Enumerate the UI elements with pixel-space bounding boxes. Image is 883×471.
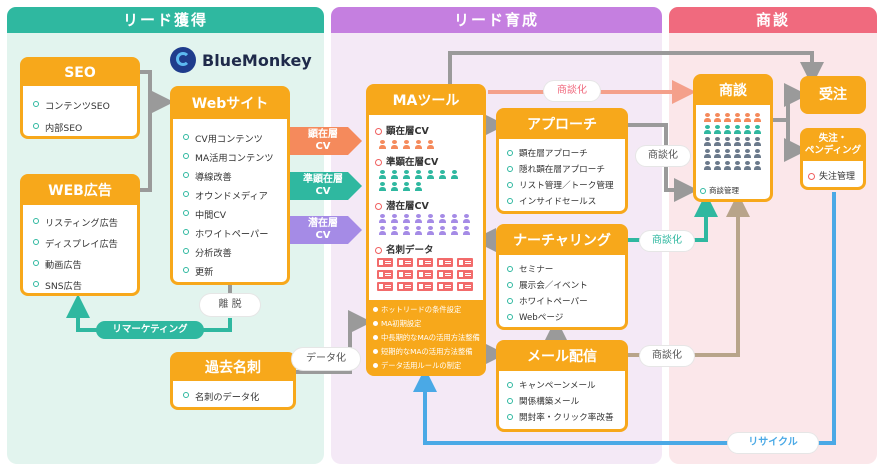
- approach-box: アプローチ 顕在層アプローチ 隠れ顕在層アプローチ リスト管理／トーク管理 イン…: [496, 108, 628, 214]
- people-latent: [379, 214, 479, 236]
- business-cards: [377, 258, 481, 292]
- list-item: MA初期設定: [373, 319, 480, 329]
- ma-tool-box: MAツール 顕在層CV 準顕在層CV 潜在層CV 名刺データ ホットリードの条件…: [366, 84, 486, 376]
- seo-box: SEO コンテンツSEO 内部SEO: [20, 57, 140, 139]
- cv-arrow-semi: [290, 172, 362, 200]
- list-item: 開封率・クリック率改善: [507, 411, 614, 423]
- nurturing-list: セミナー 展示会／イベント ホワイトペーパー Webページ: [507, 263, 588, 323]
- list-item: SNS広告: [33, 278, 118, 292]
- cv-arrow-overt: [290, 127, 362, 155]
- list-item: 顕在層アプローチ: [507, 147, 614, 159]
- past-cards-title: 過去名刺: [173, 355, 293, 381]
- list-item: リスト管理／トーク管理: [507, 179, 614, 191]
- list-item: 隠れ顕在層アプローチ: [507, 163, 614, 175]
- list-item: ホワイトペーパー: [183, 226, 274, 240]
- list-item: 分析改善: [183, 245, 274, 259]
- seo-title: SEO: [23, 60, 137, 86]
- ma-notes-panel: ホットリードの条件設定 MA初期設定 中長期的なMAの活用方法整備 短期的なMA…: [369, 300, 483, 373]
- nurturing-box: ナーチャリング セミナー 展示会／イベント ホワイトペーパー Webページ: [496, 224, 628, 330]
- web-ads-title: WEB広告: [23, 177, 137, 205]
- list-item: 短期的なMAの活用方法整備: [373, 347, 480, 357]
- cv-tag-semi: 準顕在層 CV: [303, 174, 343, 197]
- mail-box: メール配信 キャンペーンメール 関係構築メール 開封率・クリック率改善: [496, 340, 628, 432]
- website-list: CV用コンテンツ MA活用コンテンツ 導線改善 オウンドメディア 中間CV ホワ…: [183, 131, 274, 278]
- lost-title: 失注・ ペンディング: [803, 131, 863, 161]
- list-item: 展示会／イベント: [507, 279, 588, 291]
- website-title: Webサイト: [173, 89, 287, 119]
- ma-group-overt: 顕在層CV: [375, 123, 429, 137]
- negotiation-pill-nurturing: 商談化: [640, 231, 694, 251]
- ma-notes-list: ホットリードの条件設定 MA初期設定 中長期的なMAの活用方法整備 短期的なMA…: [373, 305, 480, 371]
- seo-list: コンテンツSEO 内部SEO: [33, 98, 110, 134]
- lead-acquisition-header: リード獲得: [7, 7, 324, 33]
- people-semi: [379, 170, 479, 192]
- negotiation-header: 商談: [669, 7, 877, 33]
- list-item: リスティング広告: [33, 215, 118, 229]
- past-cards-box: 過去名刺 名刺のデータ化: [170, 352, 296, 410]
- logo-text: BlueMonkey: [202, 50, 312, 70]
- negotiation-pill-mail: 商談化: [640, 346, 694, 366]
- mail-title: メール配信: [499, 343, 625, 371]
- order-box: 受注: [800, 76, 866, 114]
- ma-group-semi: 準顕在層CV: [375, 154, 438, 168]
- list-item: セミナー: [507, 263, 588, 275]
- lead-nurturing-header: リード育成: [331, 7, 662, 33]
- list-item: 動画広告: [33, 257, 118, 271]
- list-item: オウンドメディア: [183, 188, 274, 202]
- nurturing-title: ナーチャリング: [499, 227, 625, 255]
- cv-tag-latent: 潜在層 CV: [308, 218, 338, 241]
- lost-box: 失注・ ペンディング 失注管理: [800, 128, 866, 190]
- ma-group-cards: 名刺データ: [375, 242, 434, 256]
- data-conversion-pill: データ化: [292, 348, 360, 370]
- web-ads-list: リスティング広告 ディスプレイ広告 動画広告 SNS広告: [33, 215, 118, 292]
- recycle-label: リサイクル: [728, 433, 818, 453]
- list-item: 名刺のデータ化: [183, 389, 259, 403]
- order-title: 受注: [819, 87, 847, 103]
- list-item: 商談管理: [700, 185, 739, 196]
- ma-group-latent: 潜在層CV: [375, 198, 429, 212]
- approach-list: 顕在層アプローチ 隠れ顕在層アプローチ リスト管理／トーク管理 インサイドセール…: [507, 147, 614, 207]
- list-item: MA活用コンテンツ: [183, 150, 274, 164]
- lost-item: 失注管理: [808, 169, 855, 182]
- list-item: 中間CV: [183, 207, 274, 221]
- list-item: 導線改善: [183, 169, 274, 183]
- list-item: 関係構築メール: [507, 395, 614, 407]
- past-cards-list: 名刺のデータ化: [183, 389, 259, 403]
- cv-tag-overt: 顕在層 CV: [308, 129, 338, 152]
- people-overt: [379, 140, 479, 150]
- deal-title: 商談: [696, 77, 770, 105]
- cv-arrow-latent: [290, 216, 362, 244]
- ma-tool-title: MAツール: [369, 87, 483, 115]
- list-item: Webページ: [507, 311, 588, 323]
- monkey-logo-icon: [170, 47, 196, 73]
- negotiation-pill-approach: 商談化: [636, 146, 690, 166]
- negotiation-pill-top: 商談化: [544, 81, 600, 101]
- web-ads-box: WEB広告 リスティング広告 ディスプレイ広告 動画広告 SNS広告: [20, 174, 140, 296]
- deal-list: 商談管理: [700, 185, 739, 196]
- approach-title: アプローチ: [499, 111, 625, 139]
- list-item: 更新: [183, 264, 274, 278]
- list-item: ホワイトペーパー: [507, 295, 588, 307]
- withdrawal-pill: 離 脱: [200, 294, 260, 316]
- list-item: キャンペーンメール: [507, 379, 614, 391]
- list-item: CV用コンテンツ: [183, 131, 274, 145]
- list-item: データ活用ルールの制定: [373, 361, 480, 371]
- list-item: ホットリードの条件設定: [373, 305, 480, 315]
- list-item: コンテンツSEO: [33, 98, 110, 112]
- remarketing-label: リマーケティング: [96, 321, 204, 339]
- list-item: 中長期的なMAの活用方法整備: [373, 333, 480, 343]
- website-box: Webサイト CV用コンテンツ MA活用コンテンツ 導線改善 オウンドメディア …: [170, 86, 290, 285]
- mail-list: キャンペーンメール 関係構築メール 開封率・クリック率改善: [507, 379, 614, 423]
- list-item: ディスプレイ広告: [33, 236, 118, 250]
- logo: BlueMonkey: [170, 45, 312, 75]
- deal-box: 商談 商談管理: [693, 74, 773, 202]
- list-item: インサイドセールス: [507, 195, 614, 207]
- list-item: 内部SEO: [33, 120, 110, 134]
- people-deal: [704, 113, 768, 177]
